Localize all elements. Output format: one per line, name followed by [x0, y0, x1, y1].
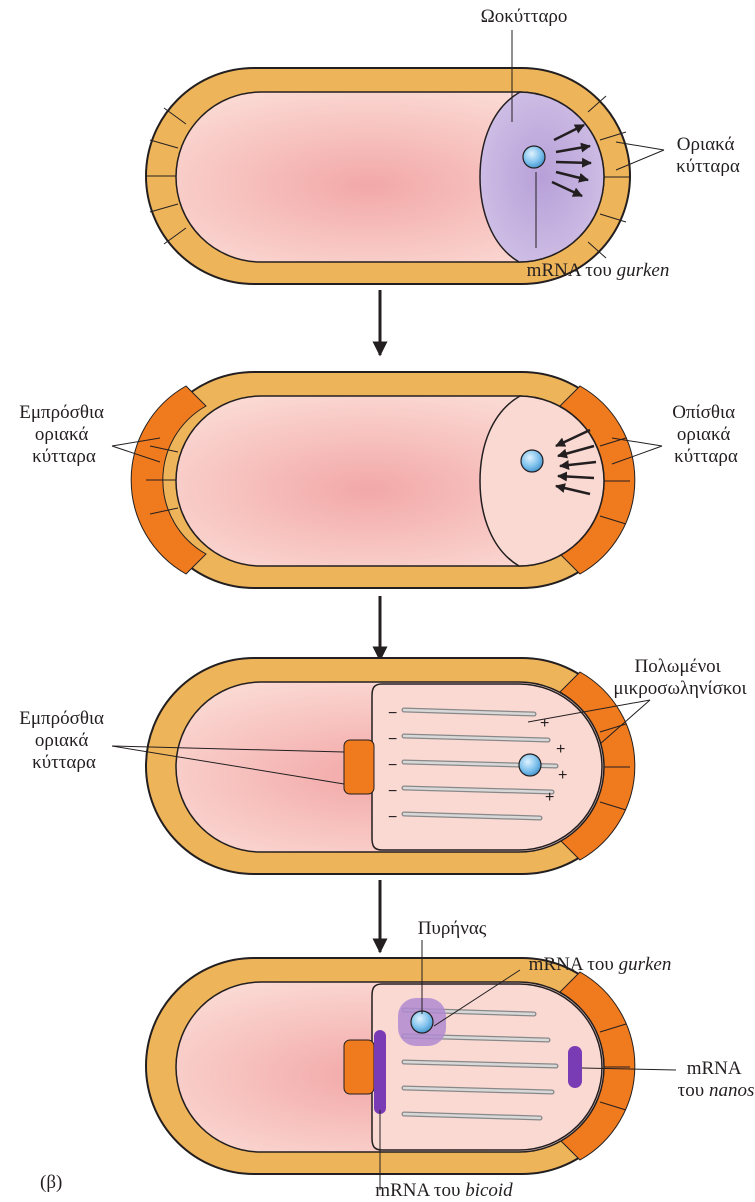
- minus-sign: −: [388, 731, 397, 748]
- microtubules-label: Πολωμένοι μικροσωληνίσκοι: [613, 656, 747, 699]
- nanos-mrna: [568, 1046, 582, 1088]
- gurken-mrna-label: mRNA του gurken: [527, 260, 670, 281]
- anterior-follicle-cells: [344, 1040, 374, 1094]
- nucleus: [411, 1011, 433, 1033]
- anterior-follicle-cells: [344, 740, 374, 794]
- posterior-follicle-label: Οπίσθια οριακά κύτταρα: [672, 402, 740, 467]
- gurken-mrna-label: mRNA του gurken: [529, 954, 672, 975]
- plus-sign: +: [540, 715, 549, 732]
- stage-2-egg-chamber: Εμπρόσθια οριακά κύτταρα Οπίσθια οριακά …: [19, 372, 740, 588]
- follicle-label: Οριακά κύτταρα: [676, 134, 740, 177]
- plus-sign: +: [545, 789, 554, 806]
- bicoid-mrna-label: mRNA του bicoid: [375, 1180, 513, 1201]
- plus-sign: +: [558, 767, 567, 784]
- plus-sign: +: [556, 741, 565, 758]
- anterior-follicle-label: Εμπρόσθια οριακά κύτταρα: [19, 402, 109, 467]
- stage-4-egg-chamber: Πυρήνας mRNA του gurken mRNA του nanos m…: [146, 918, 754, 1201]
- minus-sign: −: [388, 705, 397, 722]
- nanos-mrna-label: mRNA του nanos: [678, 1058, 755, 1101]
- oocyte-label: Ωοκύτταρο: [481, 6, 568, 27]
- stage-1-egg-chamber: Ωοκύτταρο Οριακά κύτταρα mRNA του gurken: [146, 6, 740, 284]
- nucleus: [523, 146, 545, 168]
- stage-3-egg-chamber: − − − − − + + + + Εμπρόσθια οριακά κύττα…: [19, 656, 747, 874]
- minus-sign: −: [388, 809, 397, 826]
- minus-sign: −: [388, 757, 397, 774]
- nucleus: [521, 450, 543, 472]
- nucleus: [519, 754, 541, 776]
- bicoid-mrna: [374, 1030, 386, 1114]
- minus-sign: −: [388, 783, 397, 800]
- anterior-follicle-label: Εμπρόσθια οριακά κύτταρα: [19, 708, 109, 773]
- figure-panel-label: (β): [40, 1172, 62, 1193]
- nucleus-label: Πυρήνας: [418, 918, 487, 939]
